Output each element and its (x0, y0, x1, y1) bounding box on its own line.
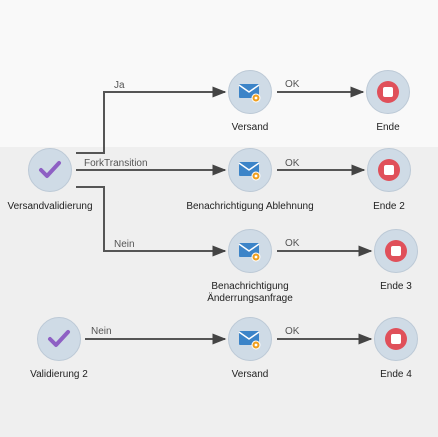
edge-label-ok-1: OK (285, 79, 300, 90)
benachrichtigung-aenderung-label-line1: Benachrichtigung (211, 281, 289, 292)
edge-label-nein-2: Nein (91, 326, 112, 337)
email-delivery-icon (238, 84, 261, 103)
ende4-node[interactable] (374, 317, 418, 361)
edge-label-ok-3: OK (285, 238, 300, 249)
ende-label: Ende (376, 122, 400, 133)
versand-node-2[interactable] (228, 317, 272, 361)
email-delivery-icon (238, 162, 261, 181)
email-delivery-icon (238, 243, 261, 262)
edge-label-ok-2: OK (285, 158, 300, 169)
benachrichtigung-aenderung-label-line2: Änderrungsanfrage (207, 293, 293, 304)
versand-label-1: Versand (231, 122, 269, 133)
ende2-node[interactable] (367, 148, 411, 192)
benachrichtigung-aenderung-node[interactable] (228, 229, 272, 273)
workflow-canvas-lower (0, 147, 438, 437)
versandvalidierung-label: Versandvalidierung (7, 201, 93, 212)
stop-icon (385, 240, 407, 262)
validierung2-node[interactable] (37, 317, 81, 361)
ende2-label: Ende 2 (373, 201, 405, 212)
ende3-node[interactable] (374, 229, 418, 273)
versand-node-1[interactable] (228, 70, 272, 114)
stop-icon (385, 328, 407, 350)
ende3-label: Ende 3 (380, 281, 412, 292)
edge-label-fork: ForkTransition (84, 158, 148, 169)
edge-label-ok-4: OK (285, 326, 300, 337)
benachrichtigung-ablehnung-label: Benachrichtigung Ablehnung (186, 201, 314, 212)
benachrichtigung-ablehnung-node[interactable] (228, 148, 272, 192)
edge-label-nein: Nein (114, 239, 135, 250)
transition-ja (76, 86, 227, 154)
transition-nein (76, 186, 227, 257)
versand-label-2: Versand (231, 369, 269, 380)
versandvalidierung-node[interactable] (28, 148, 72, 192)
stop-icon (377, 81, 399, 103)
workflow-canvas-upper (0, 0, 438, 147)
ende4-label: Ende 4 (380, 369, 412, 380)
check-icon (39, 161, 61, 178)
stop-icon (378, 159, 400, 181)
email-delivery-icon (238, 331, 261, 350)
edge-label-ja: Ja (114, 80, 125, 91)
ende-node[interactable] (366, 70, 410, 114)
validierung2-label: Validierung 2 (30, 369, 88, 380)
check-icon (48, 330, 70, 347)
